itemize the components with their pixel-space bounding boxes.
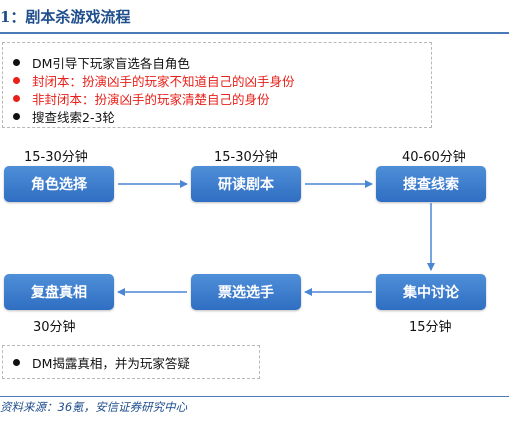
note-text: 封闭本：扮演凶手的玩家不知道自己的凶手身份 [32, 73, 295, 89]
note-item: DM揭露真相，并为玩家答疑 [13, 353, 190, 371]
duration-search-clues: 40-60分钟 [402, 150, 466, 165]
step-review: 复盘真相 [4, 274, 114, 310]
note-text: 搜查线索2-3轮 [32, 109, 115, 125]
source-divider [0, 396, 509, 397]
duration-read-script: 15-30分钟 [214, 150, 278, 165]
step-role-select: 角色选择 [4, 166, 114, 202]
note-text: DM引导下玩家盲选各自角色 [32, 55, 190, 71]
note-item: DM引导下玩家盲选各自角色 [13, 53, 190, 71]
step-search-clues: 搜查线索 [376, 166, 486, 202]
note-item: 搜查线索2-3轮 [13, 107, 115, 125]
bullet-icon [13, 112, 20, 120]
bullet-icon [13, 58, 20, 66]
duration-review: 30分钟 [33, 320, 76, 335]
step-discussion: 集中讨论 [376, 274, 486, 310]
note-text: 非封闭本：扮演凶手的玩家清楚自己的身份 [32, 91, 270, 107]
note-item: 封闭本：扮演凶手的玩家不知道自己的凶手身份 [13, 71, 295, 89]
step-vote: 票选选手 [191, 274, 301, 310]
figure-title: 1：剧本杀游戏流程 [0, 8, 131, 26]
note-text: DM揭露真相，并为玩家答疑 [32, 355, 190, 371]
duration-discussion: 15分钟 [409, 320, 452, 335]
note-item: 非封闭本：扮演凶手的玩家清楚自己的身份 [13, 89, 270, 107]
bullet-icon [13, 76, 20, 84]
duration-role-select: 15-30分钟 [24, 150, 88, 165]
bullet-icon [13, 358, 20, 366]
title-divider [0, 32, 509, 34]
bullet-icon [13, 94, 20, 102]
source-note: 资料来源：36氪，安信证券研究中心 [0, 400, 188, 414]
notes-box-top: DM引导下玩家盲选各自角色 封闭本：扮演凶手的玩家不知道自己的凶手身份 非封闭本… [2, 42, 432, 128]
step-read-script: 研读剧本 [191, 166, 301, 202]
notes-box-bottom: DM揭露真相，并为玩家答疑 [2, 345, 260, 379]
